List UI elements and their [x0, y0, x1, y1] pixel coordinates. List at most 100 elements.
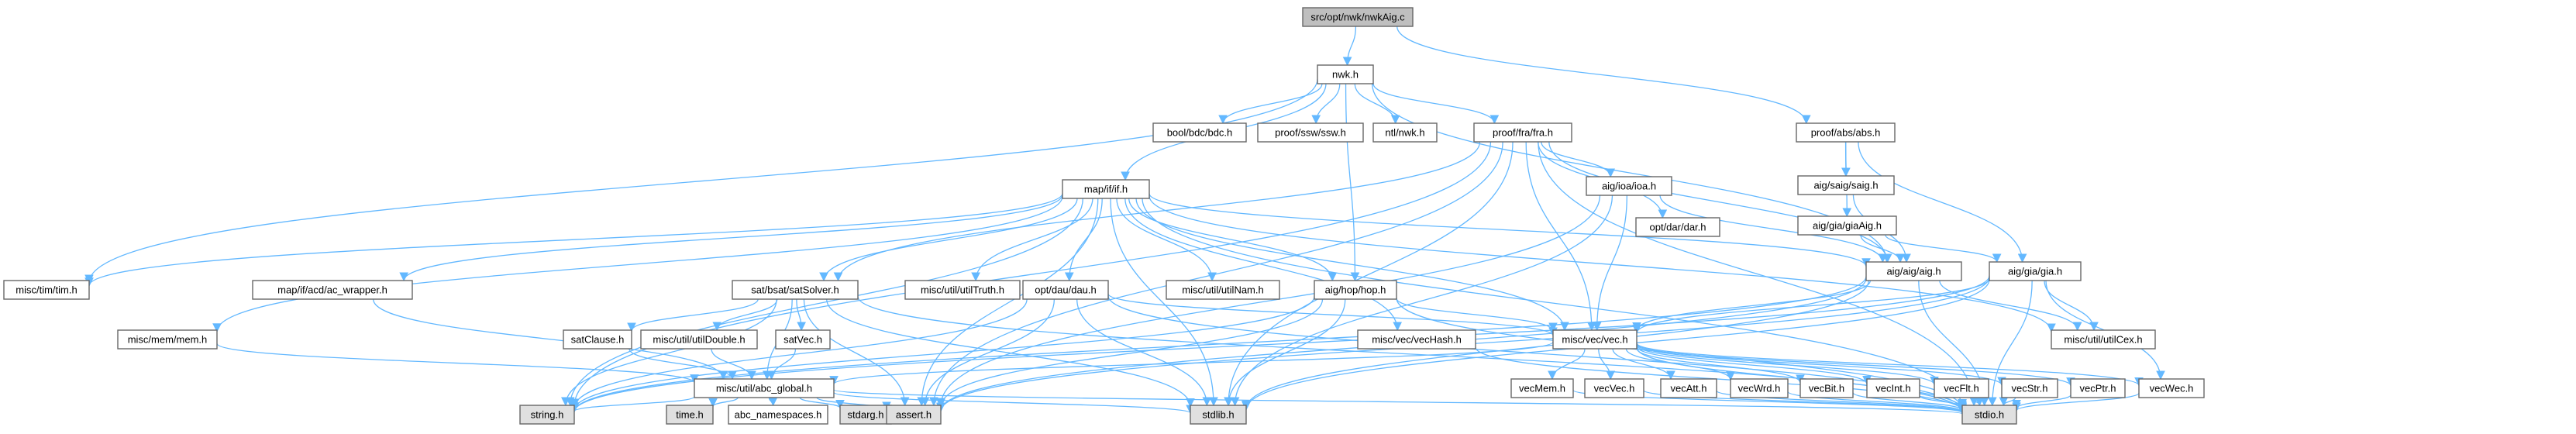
- node-label: vecWec.h: [2150, 383, 2194, 394]
- node-vecFlt[interactable]: vecFlt.h: [1934, 378, 1989, 398]
- node-aig[interactable]: aig/aig/aig.h: [1865, 261, 1962, 281]
- node-label: aig/gia/giaAig.h: [1813, 220, 1882, 232]
- node-label: misc/vec/vec.h: [1562, 334, 1627, 346]
- node-label: nwk.h: [1332, 69, 1359, 81]
- node-ssw[interactable]: proof/ssw/ssw.h: [1257, 122, 1364, 143]
- node-label: aig/gia/gia.h: [2008, 266, 2062, 277]
- include-edge-fra-ioa: [1541, 141, 1615, 178]
- node-label: abc_namespaces.h: [735, 409, 822, 421]
- include-edge-gia-utilCex: [2044, 280, 2099, 332]
- node-acw[interactable]: map/if/acd/ac_wrapper.h: [252, 280, 413, 300]
- node-satVec[interactable]: satVec.h: [775, 329, 831, 350]
- include-edge-nwk-tim: [84, 78, 1318, 284]
- include-edge-fra-aig: [1548, 141, 1892, 264]
- include-edge-vec-vecBit: [1636, 348, 1805, 384]
- include-edge-hop-string: [570, 296, 1315, 412]
- include-edge-fra-assert: [929, 141, 1503, 407]
- node-box: [1302, 7, 1414, 27]
- node-satClause[interactable]: satClause.h: [563, 329, 632, 350]
- include-edge-vec-vecAtt: [1612, 348, 1675, 381]
- node-saig[interactable]: aig/saig/saig.h: [1797, 175, 1895, 195]
- node-utilDouble[interactable]: misc/util/utilDouble.h: [640, 329, 758, 350]
- node-hop[interactable]: aig/hop/hop.h: [1314, 280, 1397, 300]
- node-label: stdlib.h: [1202, 409, 1234, 421]
- node-box: [1797, 175, 1895, 195]
- node-box: [1865, 261, 1962, 281]
- node-box: [1190, 405, 1247, 425]
- include-edge-dau-string: [570, 298, 1028, 409]
- node-stdlib: stdlib.h: [1190, 405, 1247, 425]
- node-vecWec[interactable]: vecWec.h: [2138, 378, 2205, 398]
- include-edge-ioa-stdlib: [1230, 195, 1613, 407]
- node-box: [1586, 176, 1672, 196]
- node-utilNam[interactable]: misc/util/utilNam.h: [1166, 280, 1280, 300]
- node-ioa[interactable]: aig/ioa/ioa.h: [1586, 176, 1672, 196]
- include-edge-nwk-fra: [1372, 83, 1500, 125]
- include-edge-hop-stdlib: [1224, 298, 1346, 407]
- include-edge-satVec-abc_global: [766, 348, 797, 381]
- include-edge-proof_abs-gia: [1858, 141, 2027, 264]
- node-abc_ns[interactable]: abc_namespaces.h: [728, 405, 828, 425]
- node-memh[interactable]: misc/mem/mem.h: [117, 329, 218, 350]
- include-edge-gia-vec: [1632, 277, 1990, 334]
- node-vecHash[interactable]: misc/vec/vecHash.h: [1357, 329, 1476, 350]
- node-if[interactable]: map/if/if.h: [1062, 179, 1150, 199]
- include-edge-nwk-ntlnwk: [1354, 83, 1400, 125]
- node-nwk[interactable]: nwk.h: [1317, 64, 1374, 84]
- node-string: string.h: [519, 405, 575, 425]
- include-edge-satSolver-stdlib: [826, 298, 1195, 408]
- node-vecInt[interactable]: vecInt.h: [1866, 378, 1920, 398]
- node-gia[interactable]: aig/gia/gia.h: [1989, 261, 2082, 281]
- include-edge-if-utilNam: [1116, 198, 1217, 282]
- node-dar[interactable]: opt/dar/dar.h: [1635, 217, 1720, 237]
- node-satSolver[interactable]: sat/bsat/satSolver.h: [732, 280, 859, 300]
- include-edge-vecAtt-stdio: [1716, 390, 1967, 414]
- include-edge-vecFlt-stdio: [1971, 397, 1985, 407]
- node-giaAig[interactable]: aig/gia/giaAig.h: [1797, 215, 1897, 236]
- node-box: [1989, 261, 2082, 281]
- node-vecWrd[interactable]: vecWrd.h: [1730, 378, 1789, 398]
- include-edge-if-memh: [212, 195, 1063, 332]
- include-edge-satSolver-satClause: [627, 298, 759, 332]
- node-vecVec[interactable]: vecVec.h: [1584, 378, 1644, 398]
- node-vec[interactable]: misc/vec/vec.h: [1552, 329, 1638, 350]
- include-edge-fra-vec: [1525, 141, 1596, 332]
- node-utilTruth[interactable]: misc/util/utilTruth.h: [904, 280, 1021, 300]
- include-edge-ioa-aig: [1659, 195, 1888, 264]
- include-edge-vecHash-stdio: [1475, 346, 1967, 412]
- node-bdc[interactable]: bool/bdc/bdc.h: [1152, 122, 1247, 143]
- node-ntlnwk[interactable]: ntl/nwk.h: [1372, 122, 1438, 143]
- node-vecPtr[interactable]: vecPtr.h: [2070, 378, 2126, 398]
- node-vecBit[interactable]: vecBit.h: [1799, 378, 1854, 398]
- node-box: [839, 405, 892, 425]
- include-edge-satSolver-string: [561, 298, 777, 407]
- node-vecStr[interactable]: vecStr.h: [2001, 378, 2058, 398]
- node-utilCex[interactable]: misc/util/utilCex.h: [2051, 329, 2156, 350]
- include-edge-ioa-assert: [936, 195, 1601, 407]
- include-edge-giaAig-gia: [1885, 234, 2002, 264]
- node-fra[interactable]: proof/fra/fra.h: [1473, 122, 1572, 143]
- node-dau[interactable]: opt/dau/dau.h: [1022, 280, 1109, 300]
- node-box: [1660, 378, 1717, 398]
- node-label: proof/fra/fra.h: [1493, 127, 1553, 139]
- node-box: [519, 405, 575, 425]
- node-abc_global[interactable]: misc/util/abc_global.h: [694, 378, 835, 398]
- include-edge-vec-vecMem: [1548, 348, 1586, 381]
- node-box: [1799, 378, 1854, 398]
- node-box: [1635, 217, 1720, 237]
- node-vecAtt[interactable]: vecAtt.h: [1660, 378, 1717, 398]
- node-proof_abs[interactable]: proof/abs/abs.h: [1796, 122, 1896, 143]
- node-vecMem[interactable]: vecMem.h: [1510, 378, 1574, 398]
- node-root[interactable]: src/opt/nwk/nwkAig.c: [1302, 7, 1414, 27]
- include-edge-memh-abc_global: [216, 343, 699, 384]
- include-edge-if-assert: [917, 198, 1099, 407]
- node-box: [694, 378, 835, 398]
- include-edge-fra-stdlib: [1224, 141, 1514, 407]
- include-edge-if-utilCex: [1149, 195, 2056, 333]
- node-box: [2138, 378, 2205, 398]
- node-label: proof/abs/abs.h: [1811, 127, 1881, 139]
- node-label: ntl/nwk.h: [1385, 127, 1424, 139]
- include-edge-gia-stdio: [1987, 280, 2033, 407]
- node-tim[interactable]: misc/tim/tim.h: [3, 280, 90, 300]
- node-box: [1796, 122, 1896, 143]
